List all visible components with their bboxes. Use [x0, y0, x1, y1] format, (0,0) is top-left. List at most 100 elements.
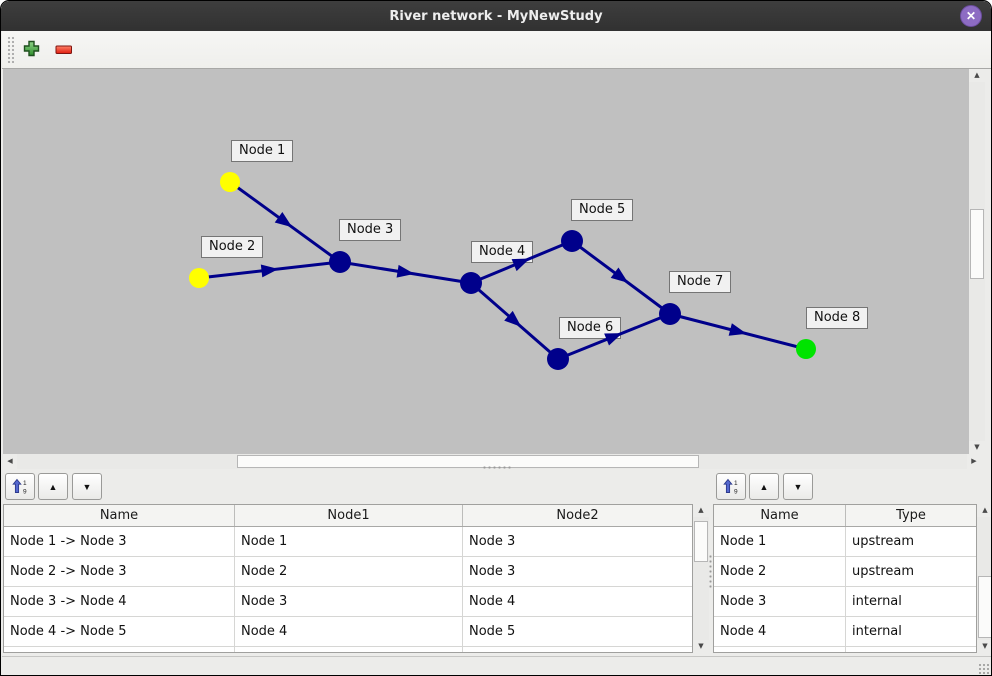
table-cell[interactable]: Node 5: [463, 617, 692, 647]
move-node-up-button[interactable]: ▲: [749, 473, 779, 500]
network-graph: [189, 172, 816, 370]
node-label[interactable]: Node 8: [806, 307, 869, 329]
close-icon: ✕: [965, 9, 977, 23]
node-label[interactable]: Node 1: [231, 140, 294, 162]
network-node[interactable]: [220, 172, 240, 192]
flow-arrow-icon: [504, 310, 522, 327]
table-splitter-handle[interactable]: [708, 554, 713, 590]
scrollbar-thumb[interactable]: [694, 521, 708, 562]
column-header[interactable]: Node2: [556, 508, 599, 523]
table-cell[interactable]: Node 3: [235, 587, 463, 617]
node-label[interactable]: Node 5: [571, 199, 634, 221]
minus-icon: [55, 45, 72, 54]
table-cell[interactable]: Node 3: [463, 557, 692, 587]
network-node[interactable]: [659, 303, 681, 325]
nodes-table-header: Name Type: [714, 505, 976, 527]
table-cell[interactable]: internal: [846, 617, 976, 647]
table-cell[interactable]: Node 3 -> Node 4: [4, 587, 235, 617]
plus-icon: [23, 40, 40, 57]
table-cell[interactable]: upstream: [846, 527, 976, 557]
remove-button[interactable]: [55, 43, 73, 58]
scrollbar-thumb[interactable]: [978, 576, 991, 638]
scroll-down-icon[interactable]: ▼: [977, 640, 991, 653]
add-button[interactable]: [22, 39, 41, 61]
flow-arrow-icon: [610, 267, 629, 283]
flow-arrow-icon: [396, 264, 415, 278]
svg-text:1: 1: [734, 480, 738, 487]
network-node[interactable]: [329, 251, 351, 273]
network-node[interactable]: [460, 272, 482, 294]
toolbar-drag-handle[interactable]: [7, 36, 14, 63]
table-cell[interactable]: Node 4: [235, 617, 463, 647]
move-reach-up-button[interactable]: ▲: [38, 473, 68, 500]
sort-nodes-button[interactable]: 1 9: [716, 473, 746, 500]
table-cell[interactable]: Node 4 -> Node 5: [4, 617, 235, 647]
resize-grip[interactable]: [978, 663, 989, 674]
canvas-horizontal-scrollbar[interactable]: ◀ ▶: [3, 454, 981, 469]
scroll-up-icon[interactable]: ▲: [977, 504, 991, 517]
sort-reaches-button[interactable]: 1 9: [5, 473, 35, 500]
table-cell[interactable]: Node 1: [235, 527, 463, 557]
table-cell[interactable]: Node 1: [714, 527, 846, 557]
table-cell[interactable]: Node 1 -> Node 3: [4, 527, 235, 557]
scrollbar-thumb[interactable]: [237, 455, 699, 468]
table-cell[interactable]: Node 2: [714, 557, 846, 587]
network-node[interactable]: [189, 268, 209, 288]
svg-text:1: 1: [23, 480, 27, 487]
node-label[interactable]: Node 4: [471, 241, 534, 263]
reaches-table-scrollbar[interactable]: ▲ ▼: [693, 504, 709, 653]
table-cell[interactable]: internal: [846, 587, 976, 617]
flow-arrow-icon: [604, 333, 623, 346]
scroll-right-icon[interactable]: ▶: [967, 454, 981, 469]
up-triangle-icon: ▲: [48, 481, 58, 492]
table-cell[interactable]: Node 4: [714, 617, 846, 647]
canvas-vertical-scrollbar[interactable]: ▲ ▼: [969, 69, 985, 454]
move-reach-down-button[interactable]: ▼: [72, 473, 102, 500]
column-header[interactable]: Node1: [235, 505, 463, 526]
nodes-table-scrollbar[interactable]: ▲ ▼: [977, 504, 991, 653]
column-header[interactable]: Name: [4, 505, 235, 526]
column-header[interactable]: Name: [714, 505, 846, 526]
status-bar: [2, 656, 991, 675]
node-label[interactable]: Node 3: [339, 219, 402, 241]
table-cell[interactable]: Node 3: [714, 587, 846, 617]
network-node[interactable]: [561, 230, 583, 252]
scroll-down-icon[interactable]: ▼: [969, 441, 985, 454]
horizontal-splitter-handle[interactable]: [482, 465, 512, 470]
svg-text:9: 9: [23, 489, 27, 496]
scroll-left-icon[interactable]: ◀: [3, 454, 17, 469]
column-header[interactable]: Type: [896, 508, 926, 523]
svg-text:9: 9: [734, 489, 738, 496]
table-cell[interactable]: Node 2: [235, 557, 463, 587]
scroll-up-icon[interactable]: ▲: [969, 69, 985, 82]
node-label[interactable]: Node 7: [669, 271, 732, 293]
close-button[interactable]: ✕: [960, 5, 982, 27]
table-row-partial: [4, 647, 692, 652]
up-triangle-icon: ▲: [759, 481, 769, 492]
scroll-down-icon[interactable]: ▼: [693, 640, 709, 653]
flow-arrow-icon: [728, 323, 747, 336]
network-node[interactable]: [796, 339, 816, 359]
table-cell[interactable]: Node 4: [463, 587, 692, 617]
move-node-down-button[interactable]: ▼: [783, 473, 813, 500]
node-label[interactable]: Node 2: [201, 236, 264, 258]
scrollbar-thumb[interactable]: [970, 209, 984, 279]
title-bar[interactable]: River network - MyNewStudy ✕: [1, 1, 991, 31]
network-node[interactable]: [547, 348, 569, 370]
table-cell[interactable]: Node 3: [463, 527, 692, 557]
table-cell[interactable]: upstream: [846, 557, 976, 587]
table-cell[interactable]: Node 2 -> Node 3: [4, 557, 235, 587]
scroll-up-icon[interactable]: ▲: [693, 504, 709, 517]
